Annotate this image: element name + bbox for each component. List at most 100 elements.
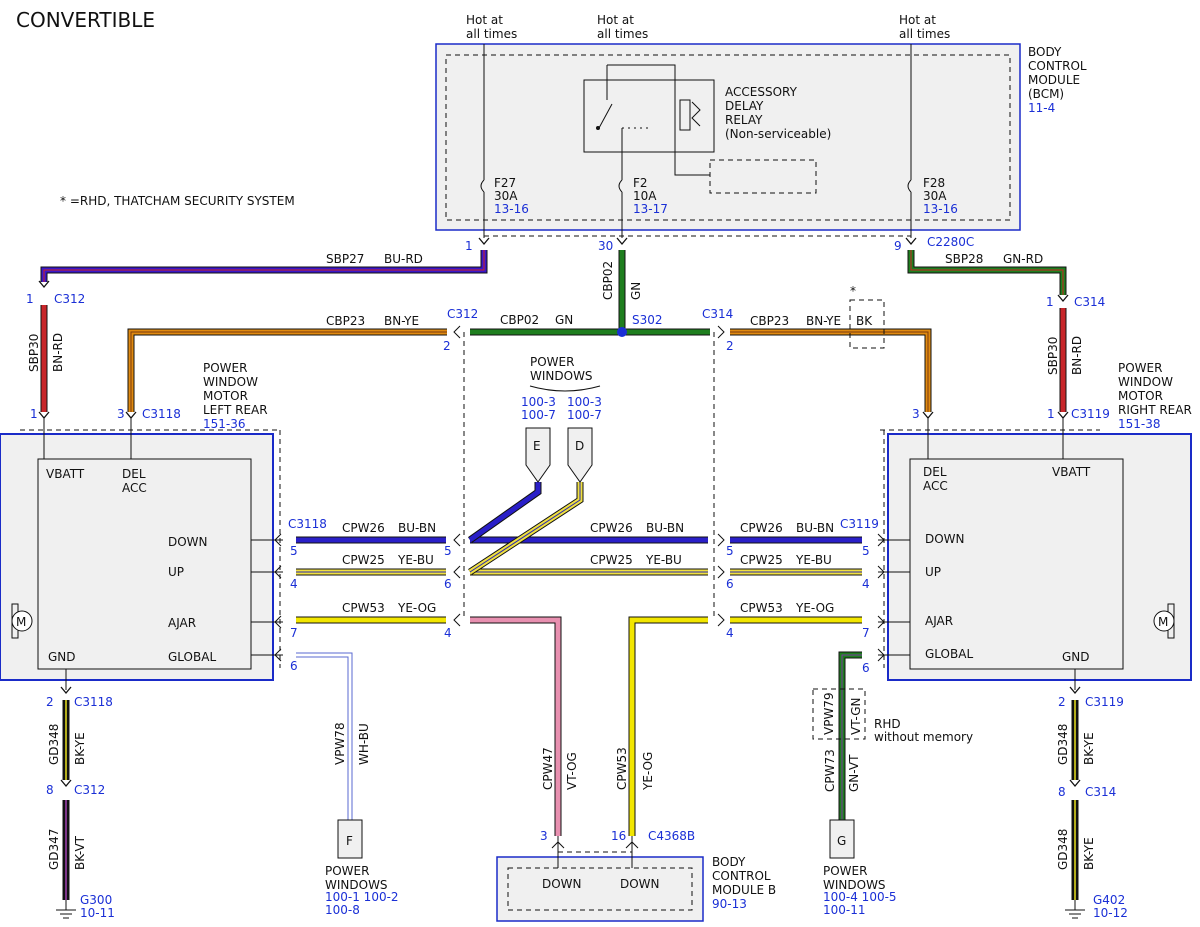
svg-text:ACC: ACC [923, 479, 948, 493]
svg-text:YE-BU: YE-BU [397, 553, 434, 567]
svg-text:CBP02: CBP02 [500, 313, 539, 327]
svg-text:CPW53: CPW53 [342, 601, 385, 615]
connector-c3119-top: C3119 [1071, 407, 1110, 421]
svg-text:151-38: 151-38 [1118, 417, 1161, 431]
svg-text:GND: GND [1062, 650, 1090, 664]
svg-text:G402: G402 [1093, 893, 1125, 907]
bk-optional-box [849, 299, 885, 349]
svg-text:WINDOW: WINDOW [1118, 375, 1173, 389]
svg-text:VT-GN: VT-GN [849, 698, 863, 735]
svg-text:LEFT REAR: LEFT REAR [203, 403, 268, 417]
svg-text:5: 5 [862, 544, 870, 558]
svg-text:100-4 100-5: 100-4 100-5 [823, 890, 897, 904]
connector-c312-bottom: C312 [74, 783, 105, 797]
svg-text:100-7: 100-7 [521, 408, 556, 422]
svg-text:MODULE B: MODULE B [712, 883, 776, 897]
relay-internals [596, 64, 710, 176]
svg-text:WINDOWS: WINDOWS [325, 878, 388, 892]
svg-text:CPW26: CPW26 [590, 521, 633, 535]
pin-bcm-9: 9 [894, 239, 902, 253]
label-sbp27-color: BU-RD [384, 252, 423, 266]
svg-text:G: G [837, 834, 846, 848]
svg-text:all times: all times [466, 27, 517, 41]
svg-text:RHD: RHD [874, 717, 901, 731]
svg-text:3: 3 [540, 829, 548, 843]
left-motor-label: POWER WINDOW MOTOR LEFT REAR 151-36 [203, 361, 268, 431]
svg-text:POWER: POWER [203, 361, 247, 375]
svg-text:4: 4 [290, 577, 298, 591]
svg-text:100-11: 100-11 [823, 903, 866, 917]
svg-text:YE-BU: YE-BU [795, 553, 832, 567]
svg-text:GD348: GD348 [1056, 829, 1070, 870]
page-title: CONVERTIBLE [16, 8, 155, 32]
svg-text:WH-BU: WH-BU [357, 723, 371, 765]
svg-text:D: D [575, 439, 584, 453]
power-windows-f-label: POWER WINDOWS 100-1 100-2 100-8 [325, 864, 399, 917]
svg-text:CPW73: CPW73 [823, 749, 837, 792]
svg-text:BK-YE: BK-YE [1082, 837, 1096, 870]
svg-text:M: M [16, 615, 26, 629]
svg-text:CONTROL: CONTROL [712, 869, 771, 883]
svg-text:DEL: DEL [122, 467, 146, 481]
left-motor-icon: M [11, 603, 33, 639]
svg-text:WINDOWS: WINDOWS [530, 369, 593, 383]
svg-text:7: 7 [862, 626, 870, 640]
svg-text:UP: UP [168, 565, 184, 579]
svg-text:CPW26: CPW26 [740, 521, 783, 535]
right-motor-icon: M [1153, 603, 1175, 639]
wire-sbp28 [907, 250, 1067, 295]
svg-text:SBP28: SBP28 [945, 252, 983, 266]
wire-sbp27 [40, 250, 488, 282]
connector-e [525, 427, 551, 483]
connector-d [567, 427, 593, 483]
svg-text:3: 3 [117, 407, 125, 421]
svg-text:GLOBAL: GLOBAL [925, 647, 973, 661]
svg-text:BU-BN: BU-BN [796, 521, 834, 535]
svg-text:100-1 100-2: 100-1 100-2 [325, 890, 399, 904]
svg-text:F28: F28 [923, 176, 945, 190]
svg-text:CPW25: CPW25 [342, 553, 385, 567]
svg-text:BK-YE: BK-YE [1082, 732, 1096, 765]
svg-text:13-17: 13-17 [633, 202, 668, 216]
svg-text:E: E [533, 439, 541, 453]
svg-text:GN: GN [629, 282, 643, 300]
svg-text:11-4: 11-4 [1028, 101, 1055, 115]
right-motor-label: POWER WINDOW MOTOR RIGHT REAR 151-38 [1118, 361, 1192, 431]
svg-text:CPW25: CPW25 [590, 553, 633, 567]
svg-text:without memory: without memory [874, 730, 973, 744]
svg-text:BU-BN: BU-BN [646, 521, 684, 535]
svg-text:151-36: 151-36 [203, 417, 246, 431]
label-sbp27: SBP27 [326, 252, 364, 266]
power-windows-g-label: POWER WINDOWS 100-4 100-5 100-11 [823, 864, 897, 917]
svg-text:10-11: 10-11 [80, 906, 115, 920]
svg-text:1: 1 [30, 407, 38, 421]
svg-text:MOTOR: MOTOR [203, 389, 248, 403]
svg-text:2: 2 [46, 695, 54, 709]
svg-text:CBP02: CBP02 [601, 261, 615, 300]
svg-text:CBP23: CBP23 [750, 314, 789, 328]
splice-s302 [617, 327, 627, 337]
svg-text:DEL: DEL [923, 465, 947, 479]
svg-text:WINDOW: WINDOW [203, 375, 258, 389]
svg-text:YE-OG: YE-OG [795, 601, 834, 615]
svg-text:UP: UP [925, 565, 941, 579]
svg-text:100-3: 100-3 [521, 395, 556, 409]
fuse-f27: F27 30A 13-16 [480, 44, 529, 238]
svg-text:4: 4 [862, 577, 870, 591]
svg-text:all times: all times [597, 27, 648, 41]
svg-text:6: 6 [862, 661, 870, 675]
wire-cpw73 [838, 651, 862, 820]
connector-c3118-top: C3118 [142, 407, 181, 421]
svg-text:BN-RD: BN-RD [51, 333, 65, 372]
ground-g300-icon [56, 900, 76, 919]
svg-text:DOWN: DOWN [925, 532, 965, 546]
svg-text:S302: S302 [632, 313, 663, 327]
svg-text:DELAY: DELAY [725, 99, 764, 113]
svg-text:VPW79: VPW79 [822, 692, 836, 735]
svg-text:RELAY: RELAY [725, 113, 763, 127]
wire-vpw78 [296, 652, 353, 820]
svg-text:90-13: 90-13 [712, 897, 747, 911]
svg-text:30A: 30A [923, 189, 947, 203]
